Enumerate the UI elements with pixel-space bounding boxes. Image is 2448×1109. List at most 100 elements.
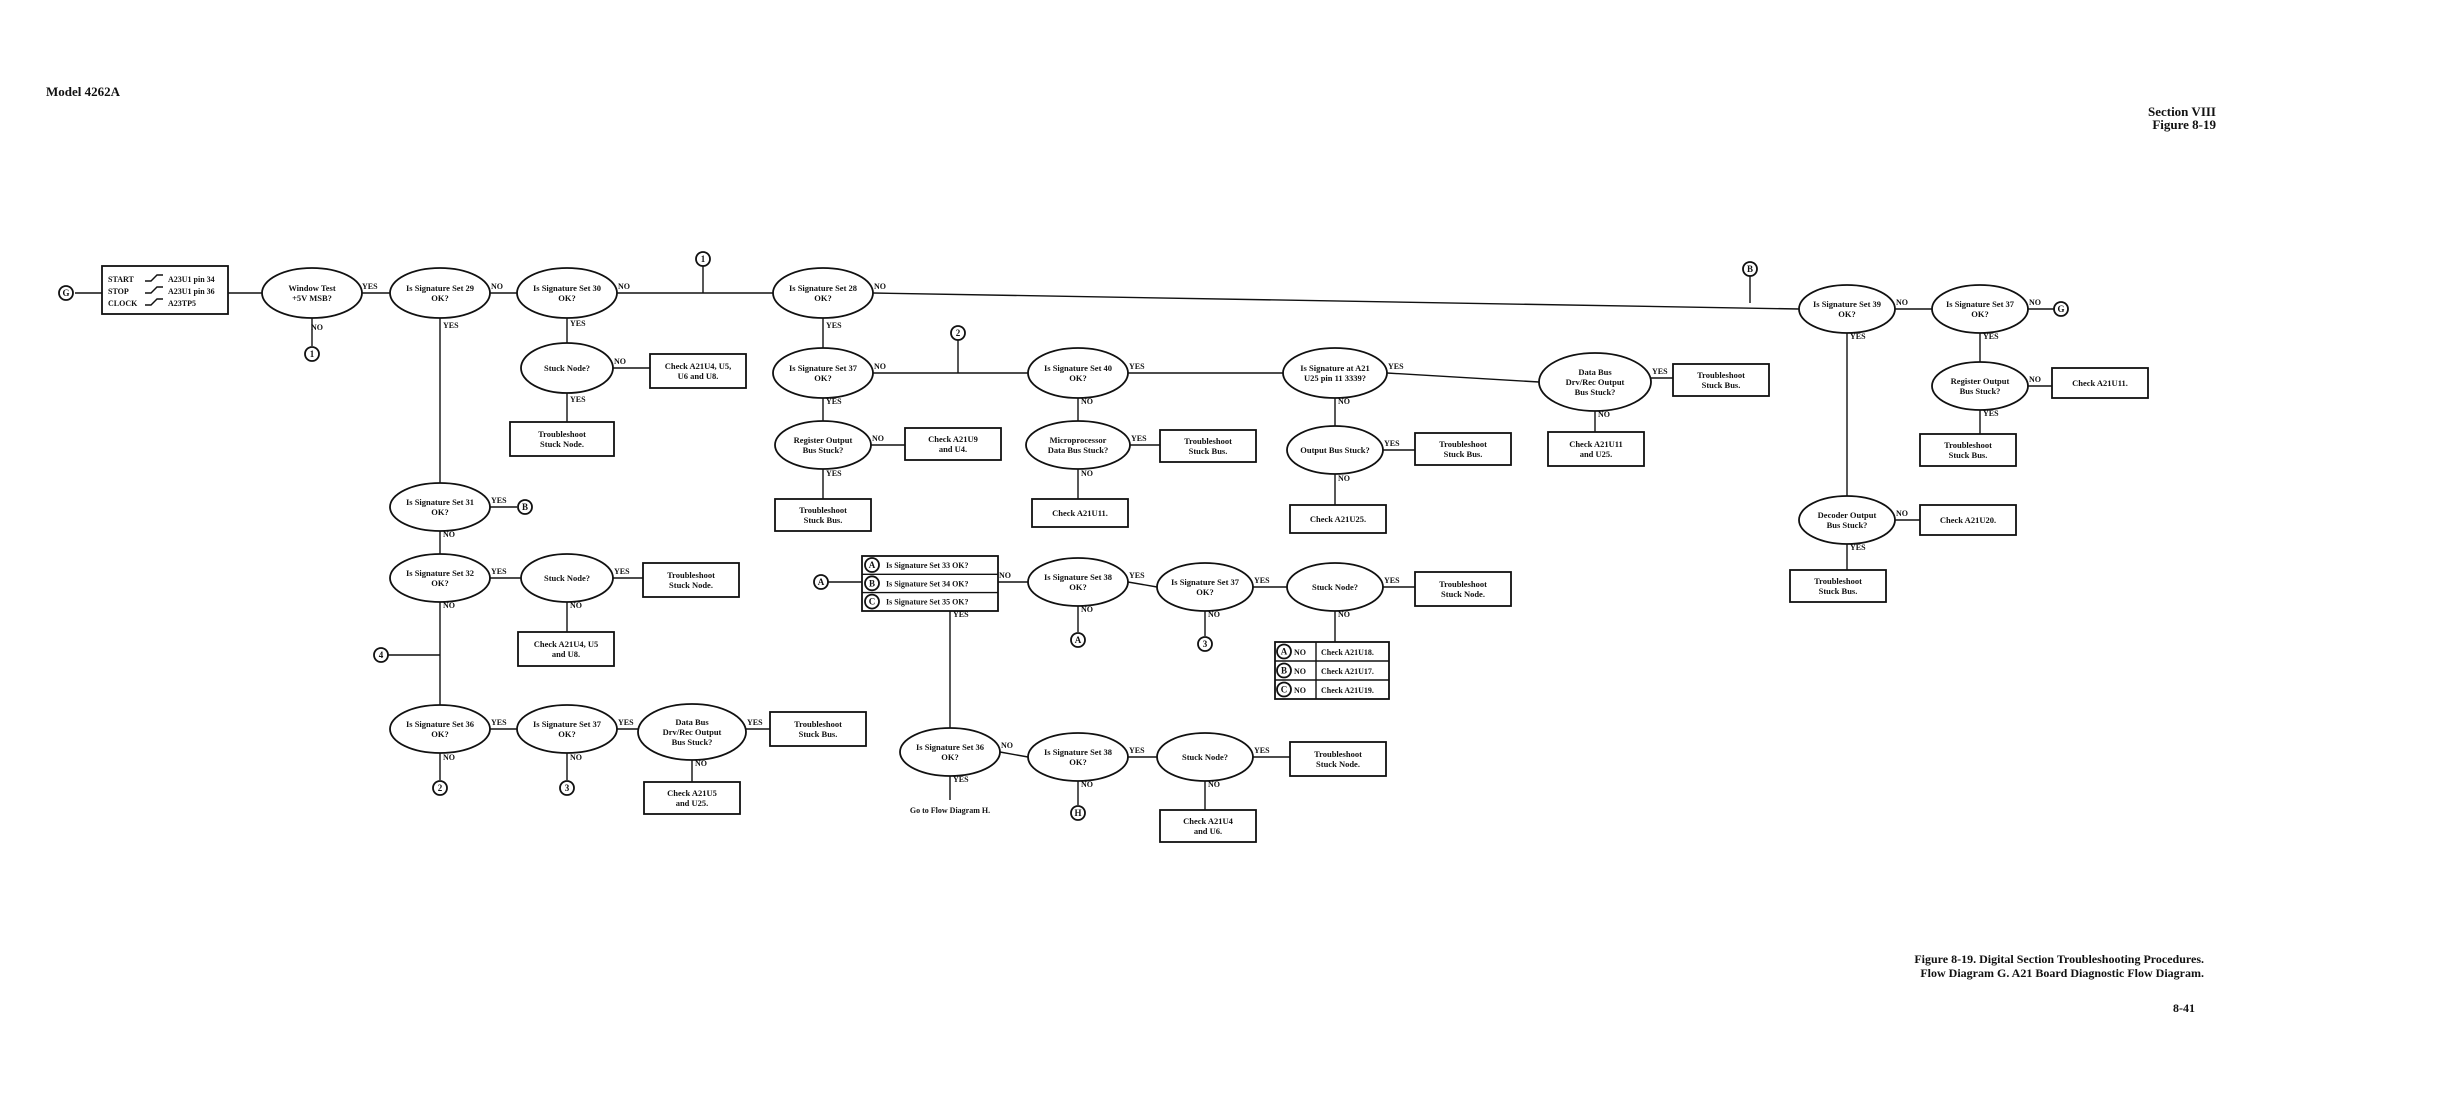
edge-label-48: YES xyxy=(1254,576,1270,585)
decision-n-reg-a-text: Bus Stuck? xyxy=(803,445,844,455)
start-signal-box xyxy=(101,265,229,315)
decision-n-s37d-text: Is Signature Set 37 xyxy=(1171,577,1240,587)
decision-n-s29-text: OK? xyxy=(431,293,448,303)
decision-n-s36b-text: Is Signature Set 36 xyxy=(916,742,984,752)
multi-marker-c-text: C xyxy=(869,597,876,607)
edge-label-25: NO xyxy=(2029,298,2041,307)
decision-n-s40 xyxy=(1027,347,1129,399)
action-b-check-a xyxy=(649,353,747,389)
action-b-check-b-text: Check A21U4, U5 xyxy=(534,639,598,649)
decision-n-reg-a-text: Register Output xyxy=(794,435,853,445)
edge-label-55: YES xyxy=(1254,746,1270,755)
edge-label-11: YES xyxy=(1129,362,1145,371)
decision-n-s37a-text: OK? xyxy=(814,373,831,383)
decision-n-s37d xyxy=(1156,562,1254,612)
action-b-check-u25 xyxy=(1289,504,1387,534)
edge-label-10: NO xyxy=(874,362,886,371)
edge-label-20: NO xyxy=(1081,469,1093,478)
action-b-tbus-g xyxy=(769,711,867,747)
action-b-check-u4-text: and U6. xyxy=(1194,826,1222,836)
action-b-check-u11b-text: Check A21U11. xyxy=(1052,508,1108,518)
decision-n-s37b-text: OK? xyxy=(1971,309,1988,319)
action-b-tbus-g-text: Troubleshoot xyxy=(794,719,842,729)
connector-4-in-text: 4 xyxy=(379,650,384,660)
action-b-check-u11a-text: Check A21U11 xyxy=(1569,439,1623,449)
multi-row-0: Is Signature Set 33 OK? xyxy=(886,561,969,570)
action-b-tstuck-b-text: Troubleshoot xyxy=(667,570,715,580)
decision-n-outbus-text: Output Bus Stuck? xyxy=(1300,445,1369,455)
decision-n-s39 xyxy=(1798,284,1896,334)
action-b-tstuck-d xyxy=(1289,741,1387,777)
action-b-check-u11a xyxy=(1547,431,1645,467)
action-b-check-u11c xyxy=(2051,367,2149,399)
multi-question-box xyxy=(861,555,999,612)
action-b-tbus-f-text: Troubleshoot xyxy=(1814,576,1862,586)
edge-label-40: YES xyxy=(747,718,763,727)
edge-sa21-dbus xyxy=(1386,372,1540,383)
section-header: Section VIII Figure 8-19 xyxy=(2148,105,2216,131)
edge-label-56: NO xyxy=(1208,780,1220,789)
edge-label-21: NO xyxy=(1338,397,1350,406)
decision-n-dbus-b-text: Drv/Rec Output xyxy=(663,727,722,737)
decision-n-s29-text: Is Signature Set 29 xyxy=(406,283,474,293)
table-ans-1: NO xyxy=(1294,667,1306,676)
edge-label-2: NO xyxy=(491,282,503,291)
edge-label-17: YES xyxy=(826,469,842,478)
decision-n-window-text: +5V MSB? xyxy=(292,293,332,303)
action-b-tstuck-d-text: Stuck Node. xyxy=(1316,759,1360,769)
edge-label-13: YES xyxy=(1652,367,1668,376)
action-b-tbus-f-text: Stuck Bus. xyxy=(1819,586,1858,596)
decision-n-window-text: Window Test xyxy=(288,283,335,293)
decision-n-s30 xyxy=(516,267,618,319)
action-b-tstuck-d-text: Troubleshoot xyxy=(1314,749,1362,759)
edge-label-24: NO xyxy=(1896,298,1908,307)
decision-n-s32-text: OK? xyxy=(431,578,448,588)
connector-a-out xyxy=(1070,632,1086,648)
connector-b-in xyxy=(1742,261,1758,277)
decision-n-sa21-text: Is Signature at A21 xyxy=(1300,363,1370,373)
connector-2-in xyxy=(950,325,966,341)
decision-n-dbus-a xyxy=(1538,352,1652,412)
multi-row-2: Is Signature Set 35 OK? xyxy=(886,598,969,607)
edge-symbol-1 xyxy=(145,286,163,294)
action-b-tbus-a-text: Stuck Bus. xyxy=(1702,380,1741,390)
table-text-1: Check A21U17. xyxy=(1321,667,1374,676)
edge-label-32: YES xyxy=(491,496,507,505)
decision-n-sa21 xyxy=(1282,347,1388,399)
decision-n-reg-b xyxy=(1931,361,2029,411)
multi-marker-a-text: A xyxy=(869,560,876,570)
action-b-tbus-e xyxy=(1919,433,2017,467)
action-b-tstuck-b-text: Stuck Node. xyxy=(669,580,713,590)
action-b-tbus-d-text: Troubleshoot xyxy=(1439,439,1487,449)
multi-marker-a xyxy=(864,557,880,573)
decision-n-s36b xyxy=(899,727,1001,777)
decision-n-s31-text: Is Signature Set 31 xyxy=(406,497,474,507)
decision-n-s39-text: Is Signature Set 39 xyxy=(1813,299,1881,309)
edge-label-36: NO xyxy=(443,601,455,610)
decision-n-s37c xyxy=(516,704,618,754)
table-marker-b-text: B xyxy=(1281,666,1287,676)
connector-2-out-text: 2 xyxy=(438,783,443,793)
action-b-tbus-f xyxy=(1789,569,1887,603)
edge-label-39: YES xyxy=(618,718,634,727)
connector-1-out-text: 1 xyxy=(310,349,315,359)
edge-label-29: YES xyxy=(1983,409,1999,418)
decision-n-stuck-a-text: Stuck Node? xyxy=(544,363,590,373)
connector-2-out xyxy=(432,780,448,796)
table-marker-c-text: C xyxy=(1281,685,1288,695)
edge-label-52: NO xyxy=(1001,741,1013,750)
edge-label-46: YES xyxy=(1129,571,1145,580)
edge-label-27: YES xyxy=(1983,332,1999,341)
table-ans-0: NO xyxy=(1294,648,1306,657)
decision-n-s36a-text: OK? xyxy=(431,729,448,739)
action-b-check-u11a-text: and U25. xyxy=(1580,449,1613,459)
connector-lines xyxy=(75,266,2054,810)
action-b-check-b-text: and U8. xyxy=(552,649,580,659)
edge-label-28: NO xyxy=(2029,375,2041,384)
action-b-tbus-e-text: Troubleshoot xyxy=(1944,440,1992,450)
multi-marker-b-text: B xyxy=(869,578,875,588)
decision-n-s37d-text: OK? xyxy=(1196,587,1213,597)
decision-n-s37b xyxy=(1931,284,2029,334)
decision-n-dbus-a-text: Drv/Rec Output xyxy=(1566,377,1625,387)
